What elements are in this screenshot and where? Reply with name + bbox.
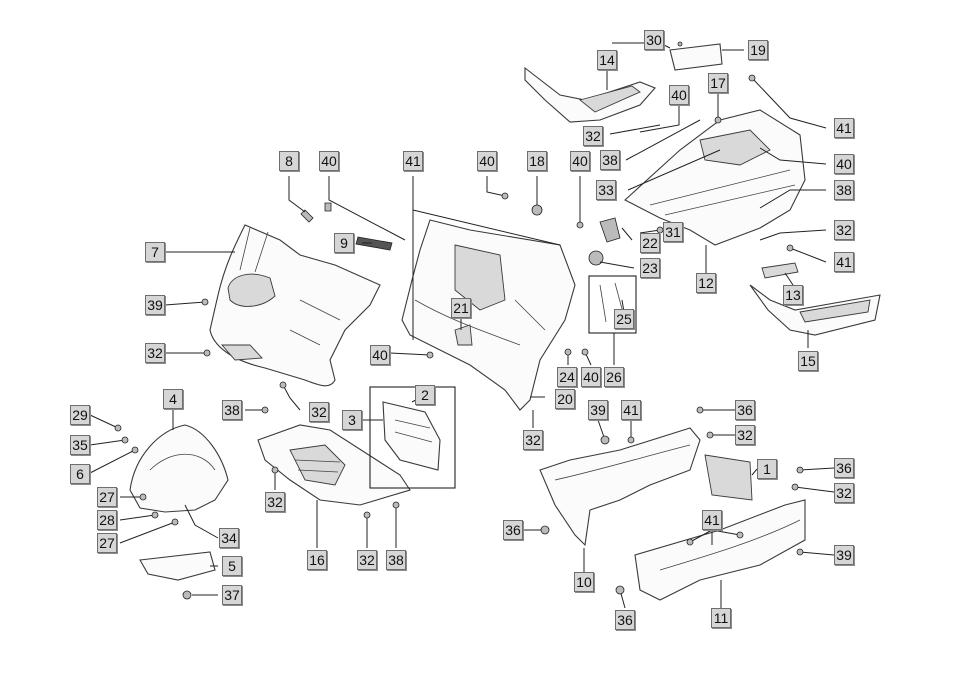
- callout-38d: 38: [386, 550, 406, 570]
- callout-40e: 40: [834, 154, 854, 174]
- fasteners: [114, 41, 804, 595]
- step-pad-13: [761, 262, 799, 279]
- callout-34: 34: [219, 528, 239, 548]
- callout-16: 16: [307, 550, 327, 570]
- callout-31: 31: [663, 222, 683, 242]
- callout-40c: 40: [570, 151, 590, 171]
- callout-35: 35: [70, 435, 90, 455]
- callout-39a: 39: [145, 295, 165, 315]
- inset-frame-25: [588, 275, 637, 334]
- callout-25: 25: [614, 309, 634, 329]
- side-step-15: [749, 284, 881, 336]
- callout-20: 20: [555, 389, 575, 409]
- callout-1: 1: [757, 459, 777, 479]
- callout-40f: 40: [370, 345, 390, 365]
- callout-38c: 38: [222, 400, 242, 420]
- callout-32i: 32: [357, 550, 377, 570]
- callout-12: 12: [696, 273, 716, 293]
- callout-32b: 32: [834, 220, 854, 240]
- callout-32c: 32: [145, 343, 165, 363]
- callout-9: 9: [334, 233, 354, 253]
- callout-27a: 27: [97, 487, 117, 507]
- callout-10: 10: [574, 572, 594, 592]
- callout-4: 4: [163, 389, 183, 409]
- leader-lines: [89, 42, 835, 609]
- callout-29: 29: [70, 405, 90, 425]
- callout-14: 14: [597, 50, 617, 70]
- callout-32e: 32: [523, 430, 543, 450]
- callout-41d: 41: [621, 400, 641, 420]
- callout-7: 7: [145, 242, 165, 262]
- grille-strip-9: [355, 236, 393, 251]
- callout-41c: 41: [834, 252, 854, 272]
- callout-36d: 36: [615, 610, 635, 630]
- inset-frame-2-3: [369, 386, 456, 489]
- callout-39c: 39: [834, 545, 854, 565]
- side-body-panel-part: [539, 427, 701, 547]
- callout-28: 28: [97, 510, 117, 530]
- callout-22: 22: [640, 233, 660, 253]
- callout-11: 11: [711, 608, 731, 628]
- callout-36a: 36: [735, 400, 755, 420]
- callout-37: 37: [222, 585, 242, 605]
- callout-40b: 40: [477, 151, 497, 171]
- callout-18: 18: [527, 151, 547, 171]
- front-fairing-part: [209, 224, 381, 387]
- callout-40d: 40: [669, 85, 689, 105]
- floor-panel-part: [624, 109, 806, 246]
- callout-32g: 32: [834, 483, 854, 503]
- callout-38a: 38: [600, 150, 620, 170]
- bracket-22: [599, 217, 621, 243]
- callout-36c: 36: [503, 520, 523, 540]
- callout-5: 5: [222, 556, 242, 576]
- callout-2: 2: [415, 385, 435, 405]
- callout-41b: 41: [834, 118, 854, 138]
- callout-8: 8: [279, 151, 299, 171]
- callout-32h: 32: [265, 492, 285, 512]
- washer-23: [588, 250, 604, 266]
- fender-lower-5: [139, 551, 216, 581]
- callout-26: 26: [604, 367, 624, 387]
- front-fender-part: [129, 424, 229, 513]
- inner-leg-shield-part: [401, 219, 576, 411]
- side-cover-1: [704, 454, 753, 501]
- callout-13: 13: [783, 285, 803, 305]
- screw-8: [300, 209, 314, 223]
- callout-30: 30: [644, 30, 664, 50]
- clip-40: [324, 202, 332, 212]
- callout-39b: 39: [588, 400, 608, 420]
- callout-17: 17: [708, 73, 728, 93]
- callout-40a: 40: [319, 151, 339, 171]
- lower-body-panel-part: [634, 499, 806, 601]
- callout-32a: 32: [583, 126, 603, 146]
- callout-41e: 41: [702, 510, 722, 530]
- callout-3: 3: [342, 410, 362, 430]
- callout-40g: 40: [581, 367, 601, 387]
- callout-23: 23: [640, 258, 660, 278]
- callout-24: 24: [557, 367, 577, 387]
- bolt-37: [182, 590, 192, 600]
- callout-6: 6: [70, 464, 90, 484]
- cover-plate-19: [669, 43, 723, 71]
- callout-33: 33: [596, 180, 616, 200]
- callout-36b: 36: [834, 458, 854, 478]
- callout-32f: 32: [735, 425, 755, 445]
- callout-19: 19: [748, 40, 768, 60]
- callout-15: 15: [798, 351, 818, 371]
- callout-21: 21: [451, 298, 471, 318]
- callout-41a: 41: [403, 151, 423, 171]
- callout-27b: 27: [97, 533, 117, 553]
- callout-38b: 38: [834, 180, 854, 200]
- callout-32d: 32: [309, 402, 329, 422]
- rear-footrest-part: [524, 66, 656, 123]
- inner-panel-2: [382, 401, 441, 471]
